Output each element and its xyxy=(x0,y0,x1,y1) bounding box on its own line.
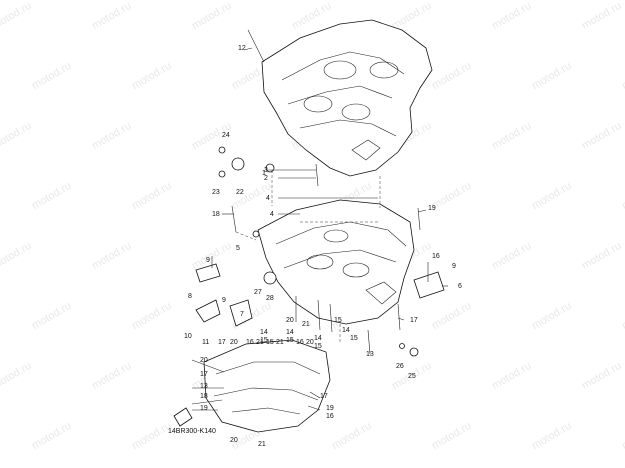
callout-label-15: 15 xyxy=(266,339,274,346)
callout-label-20: 20 xyxy=(306,339,314,346)
callout-label-15: 15 xyxy=(314,343,322,350)
callout-label-21: 21 xyxy=(258,441,266,448)
callout-label-9: 9 xyxy=(452,263,456,270)
callout-label-21: 21 xyxy=(302,321,310,328)
callout-label-14: 14 xyxy=(342,327,350,334)
callout-label-24: 24 xyxy=(222,132,230,139)
callout-label-16: 16 xyxy=(296,339,304,346)
callout-label-19: 19 xyxy=(200,405,208,412)
callout-label-14: 14 xyxy=(260,329,268,336)
callout-label-2: 2 xyxy=(264,175,268,182)
lower-crankcase xyxy=(257,199,415,325)
callout-label-15: 15 xyxy=(334,317,342,324)
callout-label-20: 20 xyxy=(286,317,294,324)
callout-label-15: 15 xyxy=(286,337,294,344)
callout-label-20: 20 xyxy=(230,437,238,444)
callout-label-9: 9 xyxy=(222,297,226,304)
callout-label-12: 12 xyxy=(238,45,246,52)
callout-label-21: 21 xyxy=(276,339,284,346)
bolts xyxy=(211,163,429,355)
callout-label-9: 9 xyxy=(206,257,210,264)
callout-label-25: 25 xyxy=(408,373,416,380)
callout-label-6: 6 xyxy=(458,283,462,290)
callout-label-13: 13 xyxy=(366,351,374,358)
callout-label-26: 26 xyxy=(396,363,404,370)
callout-label-20: 20 xyxy=(200,357,208,364)
callout-label-5: 5 xyxy=(236,245,240,252)
callout-label-17: 17 xyxy=(410,317,418,324)
callout-label-16: 16 xyxy=(432,253,440,260)
callout-label-3: 3 xyxy=(264,167,268,174)
leader-lines xyxy=(191,47,448,411)
callout-label-18: 18 xyxy=(200,393,208,400)
callout-label-15: 15 xyxy=(350,335,358,342)
callout-label-4: 4 xyxy=(270,211,274,218)
callout-label-19: 19 xyxy=(326,405,334,412)
callout-label-16: 16 xyxy=(246,339,254,346)
callout-label-4: 4 xyxy=(266,195,270,202)
callout-label-22: 22 xyxy=(236,189,244,196)
callout-label-14: 14 xyxy=(286,329,294,336)
callout-label-16: 16 xyxy=(326,413,334,420)
bolt-12 xyxy=(247,29,265,63)
callout-label-20: 20 xyxy=(230,339,238,346)
small-parts xyxy=(195,146,445,357)
alignment-lines xyxy=(235,170,381,342)
callout-label-13: 13 xyxy=(200,383,208,390)
callout-label-17: 17 xyxy=(200,371,208,378)
callout-labels: 1232144242223181959810119727282021151415… xyxy=(184,45,462,448)
callout-label-7: 7 xyxy=(240,311,244,318)
callout-label-14: 14 xyxy=(314,335,322,342)
callout-label-23: 23 xyxy=(212,189,220,196)
callout-label-11: 11 xyxy=(202,339,209,346)
callout-label-15: 15 xyxy=(260,337,268,344)
callout-label-1: 1 xyxy=(262,170,266,177)
callout-label-21: 21 xyxy=(256,339,264,346)
callout-label-8: 8 xyxy=(188,293,192,300)
reference-tag-icon xyxy=(173,407,193,427)
crankcase-underside xyxy=(203,339,331,433)
callout-label-19: 19 xyxy=(428,205,436,212)
upper-crankcase xyxy=(261,19,433,177)
callout-label-28: 28 xyxy=(266,295,274,302)
callout-label-17: 17 xyxy=(218,339,226,346)
callout-label-10: 10 xyxy=(184,333,192,340)
callout-label-27: 27 xyxy=(254,289,262,296)
callout-label-18: 18 xyxy=(212,211,220,218)
callout-label-17: 17 xyxy=(320,393,328,400)
diagram-code: 14BR300-K140 xyxy=(168,428,216,435)
